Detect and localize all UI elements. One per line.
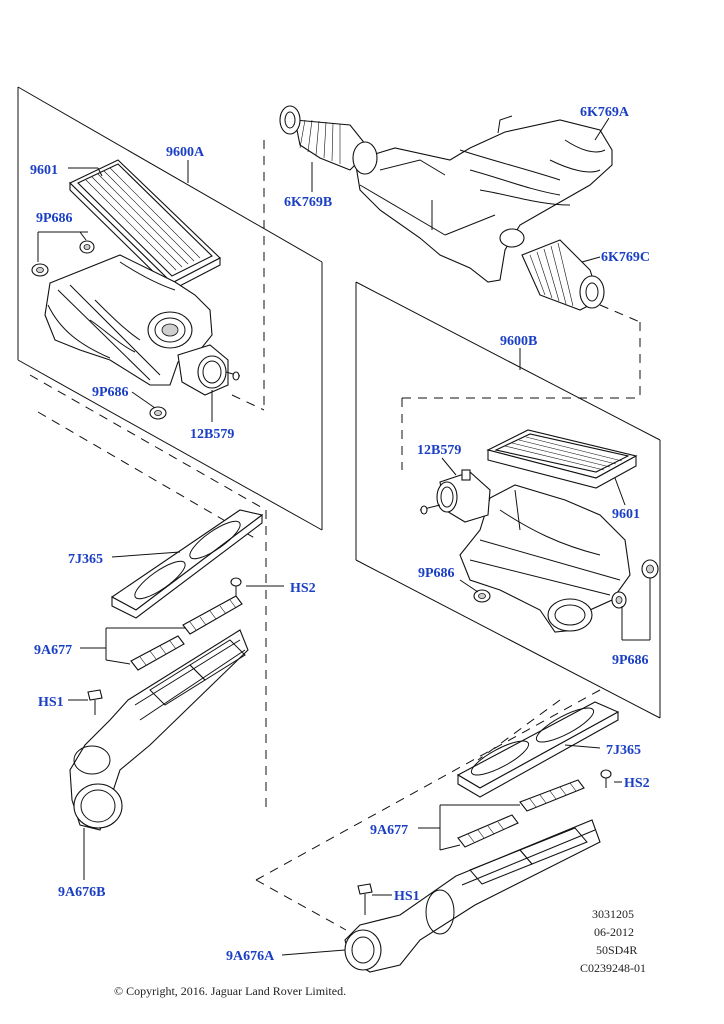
copyright-notice: © Copyright, 2016. Jaguar Land Rover Lim… bbox=[114, 984, 346, 998]
resonator-7J365-right bbox=[456, 701, 620, 798]
callout-9P686-right-b: 9P686 bbox=[612, 653, 649, 668]
callout-9A677-left: 9A677 bbox=[34, 643, 72, 658]
reference-line-1: 3031205 bbox=[592, 907, 634, 921]
right-dashed-guides bbox=[255, 304, 641, 931]
resonator-7J365-left bbox=[110, 509, 264, 619]
mesh-9A677-right-1 bbox=[519, 779, 585, 812]
callout-HS1-right: HS1 bbox=[394, 889, 420, 904]
air-box-left bbox=[44, 254, 213, 386]
callout-HS2-right: HS2 bbox=[624, 776, 650, 791]
callout-HS1-left: HS1 bbox=[38, 695, 64, 710]
callout-9600B: 9600B bbox=[500, 334, 537, 349]
hose-6K769C bbox=[521, 239, 605, 311]
callout-9P686-top: 9P686 bbox=[36, 211, 73, 226]
bolt-HS2-right bbox=[600, 769, 612, 788]
grommet-right-2 bbox=[611, 591, 627, 609]
callout-9A677-right: 9A677 bbox=[370, 823, 408, 838]
intake-duct-top bbox=[354, 115, 613, 283]
hose-6K769B bbox=[279, 105, 378, 175]
callout-7J365-right: 7J365 bbox=[606, 743, 641, 758]
callout-12B579-right: 12B579 bbox=[417, 443, 461, 458]
mesh-9A677-left-1 bbox=[182, 595, 243, 635]
callout-9A676B: 9A676B bbox=[58, 885, 105, 900]
callout-9A676A: 9A676A bbox=[226, 949, 275, 964]
panel-9600B-frame bbox=[355, 281, 661, 719]
grommet-left-1 bbox=[31, 263, 49, 277]
grommet-right-1 bbox=[473, 589, 491, 603]
panel-9600A-frame bbox=[17, 86, 323, 531]
callout-9601-top: 9601 bbox=[30, 163, 58, 178]
callout-9P686-right-a: 9P686 bbox=[418, 566, 455, 581]
air-filter-right bbox=[486, 429, 638, 489]
callout-9P686-mid: 9P686 bbox=[92, 385, 129, 400]
callout-6K769B: 6K769B bbox=[284, 195, 332, 210]
mesh-9A677-left-2 bbox=[130, 635, 185, 671]
callout-9600A: 9600A bbox=[166, 145, 205, 160]
reference-line-4: C0239248-01 bbox=[580, 961, 646, 975]
reference-line-2: 06-2012 bbox=[594, 925, 634, 939]
duct-9A676A bbox=[344, 819, 601, 973]
leader-lines bbox=[37, 117, 651, 956]
duct-9A676B bbox=[69, 629, 249, 831]
callout-7J365-left: 7J365 bbox=[68, 552, 103, 567]
reference-line-3: 50SD4R bbox=[596, 943, 637, 957]
maf-sensor-left bbox=[177, 344, 241, 396]
grommet-left-2 bbox=[79, 240, 95, 254]
callout-12B579-left: 12B579 bbox=[190, 427, 234, 442]
left-dashed-guides bbox=[29, 140, 267, 810]
callout-6K769A: 6K769A bbox=[580, 105, 630, 120]
bolt-HS2-left bbox=[230, 577, 242, 596]
air-box-right bbox=[459, 484, 631, 633]
bolt-HS1-left bbox=[87, 689, 103, 715]
callout-6K769C: 6K769C bbox=[601, 250, 650, 265]
mesh-9A677-right-2 bbox=[457, 814, 519, 848]
maf-sensor-right bbox=[419, 469, 491, 523]
callout-9601-right: 9601 bbox=[612, 507, 640, 522]
callout-HS2-left: HS2 bbox=[290, 581, 316, 596]
air-filter-left bbox=[69, 159, 221, 291]
grommet-left-3 bbox=[149, 406, 167, 420]
bolt-HS1-right bbox=[357, 883, 373, 915]
grommet-right-3 bbox=[641, 559, 659, 579]
